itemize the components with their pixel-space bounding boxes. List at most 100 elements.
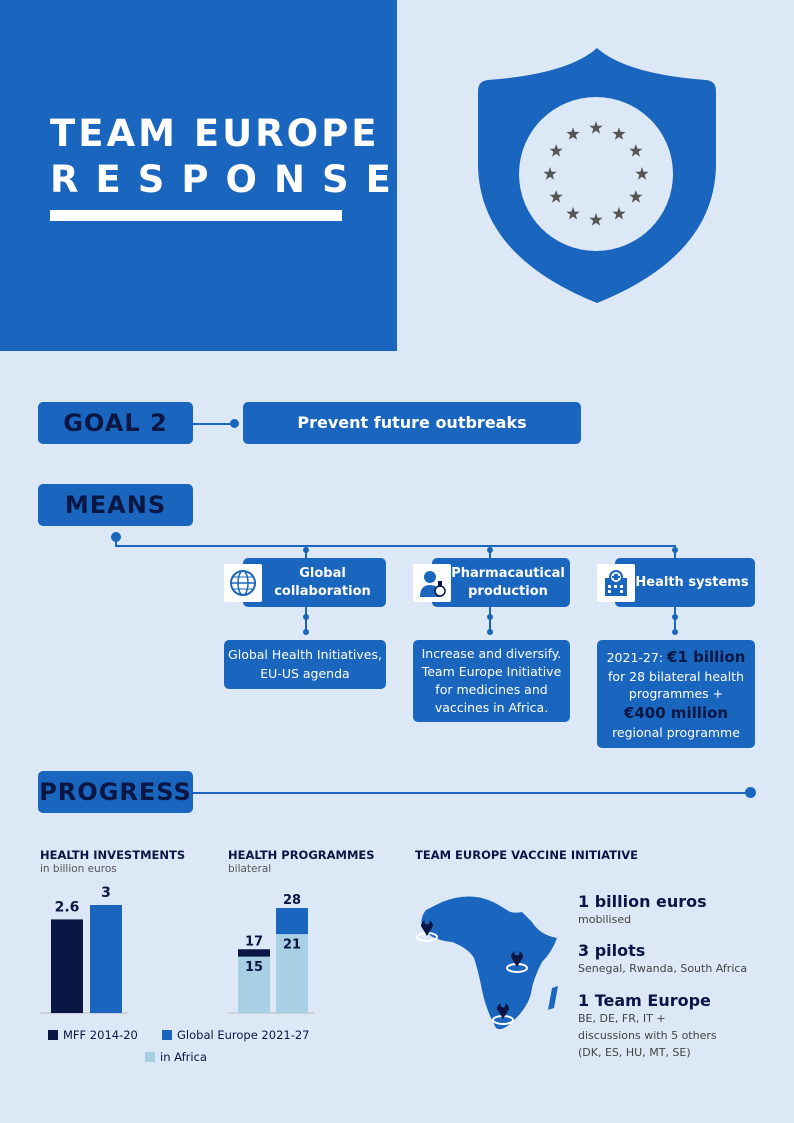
progress-label: PROGRESS	[38, 771, 193, 813]
africa-map	[416, 896, 558, 1030]
star-icon	[543, 167, 557, 180]
star-icon	[612, 206, 626, 220]
fact-detail: discussions with 5 others	[578, 1029, 717, 1043]
legend-swatch	[48, 1030, 58, 1040]
bar-label: 17	[245, 934, 263, 949]
detail-line: Increase and diversify.	[421, 645, 562, 661]
star-icon	[629, 144, 643, 157]
connector-dot	[230, 419, 239, 428]
map-pin-icon	[416, 919, 438, 942]
legend-item-global-europe: Global Europe 2021-27	[162, 1028, 310, 1042]
connector	[115, 545, 676, 547]
globe-icon	[224, 564, 262, 602]
page-title-line1: TEAM EUROPE	[50, 112, 380, 155]
fact-detail: Senegal, Rwanda, South Africa	[578, 962, 748, 975]
detail-line: for 28 bilateral health	[608, 668, 744, 684]
page-title-line2: RESPONSE	[50, 158, 408, 201]
legend-swatch	[145, 1052, 155, 1062]
hero-panel	[0, 0, 397, 351]
detail-line: EU-US agenda	[260, 665, 350, 681]
detail-line: Team Europe Initiative	[421, 663, 562, 679]
fact-headline: 1 billion euros	[578, 892, 707, 911]
detail-text: 2021-27:	[606, 649, 668, 665]
bar-label-africa: 21	[283, 937, 301, 952]
detail-line: 2021-27: €1 billion	[607, 647, 746, 668]
vaccine-title: TEAM EUROPE VACCINE INITIATIVE	[415, 848, 639, 862]
connector	[115, 536, 117, 545]
eu-shield-icon	[478, 48, 716, 303]
star-icon	[635, 167, 649, 180]
bar-total	[276, 908, 308, 935]
means-pharma-production: Pharmacautical production	[432, 558, 570, 607]
fact-headline: 3 pilots	[578, 941, 646, 960]
connector	[305, 546, 307, 558]
legend-item-africa: in Africa	[145, 1050, 207, 1064]
bar	[51, 919, 83, 1013]
goal-text: Prevent future outbreaks	[243, 402, 581, 444]
detail-highlight: €400 million	[623, 703, 729, 722]
connector	[305, 607, 307, 633]
bar-africa	[276, 934, 308, 1013]
means-detail-health: 2021-27: €1 billion for 28 bilateral hea…	[597, 640, 755, 748]
hospital-icon	[597, 564, 635, 602]
fact-1: 1 billion euros mobilised	[578, 892, 707, 928]
star-icon	[549, 144, 563, 157]
bar-label-africa: 15	[245, 960, 263, 975]
connector	[674, 546, 676, 558]
legend-item-mff: MFF 2014-20	[48, 1028, 138, 1042]
legend-swatch	[162, 1030, 172, 1040]
star-icon	[566, 206, 580, 220]
bar	[90, 905, 122, 1013]
connector-dot	[745, 787, 756, 798]
scientist-icon	[413, 564, 451, 602]
chart-title-programmes: HEALTH PROGRAMMES	[228, 848, 375, 862]
detail-line: regional programme	[612, 724, 740, 740]
means-detail-global: Global Health Initiatives, EU-US agenda	[224, 640, 386, 689]
detail-line: vaccines in Africa.	[434, 700, 549, 716]
bar-africa	[238, 956, 270, 1013]
goal-label: GOAL 2	[38, 402, 193, 444]
detail-line: Global Health Initiatives,	[228, 647, 382, 663]
star-icon	[629, 190, 643, 203]
chart-title-investments: HEALTH INVESTMENTS	[40, 848, 186, 862]
star-icon	[566, 127, 580, 140]
connector-dot	[303, 629, 309, 635]
chart-subtitle-programmes: bilateral	[228, 863, 272, 875]
detail-line: for medicines and	[435, 682, 548, 697]
fact-detail: mobilised	[578, 913, 632, 926]
fact-2: 3 pilots Senegal, Rwanda, South Africa	[578, 941, 747, 977]
map-pin-icon	[492, 1002, 514, 1025]
star-icon	[549, 190, 563, 203]
bar-total	[238, 949, 270, 957]
bar-label: 3	[101, 885, 111, 901]
connector-dot	[672, 629, 678, 635]
map-pin-icon	[506, 950, 528, 973]
means-detail-pharma: Increase and diversify. Team Europe Init…	[413, 640, 570, 722]
connector	[674, 607, 676, 633]
detail-line: programmes +	[628, 686, 724, 702]
detail-highlight: €1 billion	[667, 647, 746, 666]
star-icon	[589, 121, 603, 134]
bar-label: 2.6	[55, 899, 80, 915]
connector	[193, 792, 749, 794]
star-icon	[612, 127, 626, 140]
bar-label: 28	[283, 893, 301, 908]
connector	[489, 546, 491, 558]
legend-label: in Africa	[160, 1050, 207, 1064]
legend-label: MFF 2014-20	[63, 1028, 138, 1042]
legend-label: Global Europe 2021-27	[177, 1028, 310, 1042]
fact-headline: 1 Team Europe	[578, 991, 711, 1010]
means-label: MEANS	[38, 484, 193, 526]
title-underline	[50, 210, 342, 221]
fact-3: 1 Team Europe BE, DE, FR, IT + discussio…	[578, 991, 717, 1061]
star-icon	[589, 213, 603, 226]
connector-dot	[487, 629, 493, 635]
chart-subtitle-investments: in billion euros	[40, 863, 117, 875]
connector	[193, 423, 235, 425]
means-health-systems: Health systems	[615, 558, 755, 607]
fact-detail: BE, DE, FR, IT +	[578, 1012, 666, 1025]
connector	[489, 607, 491, 633]
fact-detail: (DK, ES, HU, MT, SE)	[578, 1046, 691, 1060]
bar-charts: 2.6 3 17 15 28 21	[40, 885, 314, 1014]
means-global-collaboration: Global collaboration	[243, 558, 386, 607]
